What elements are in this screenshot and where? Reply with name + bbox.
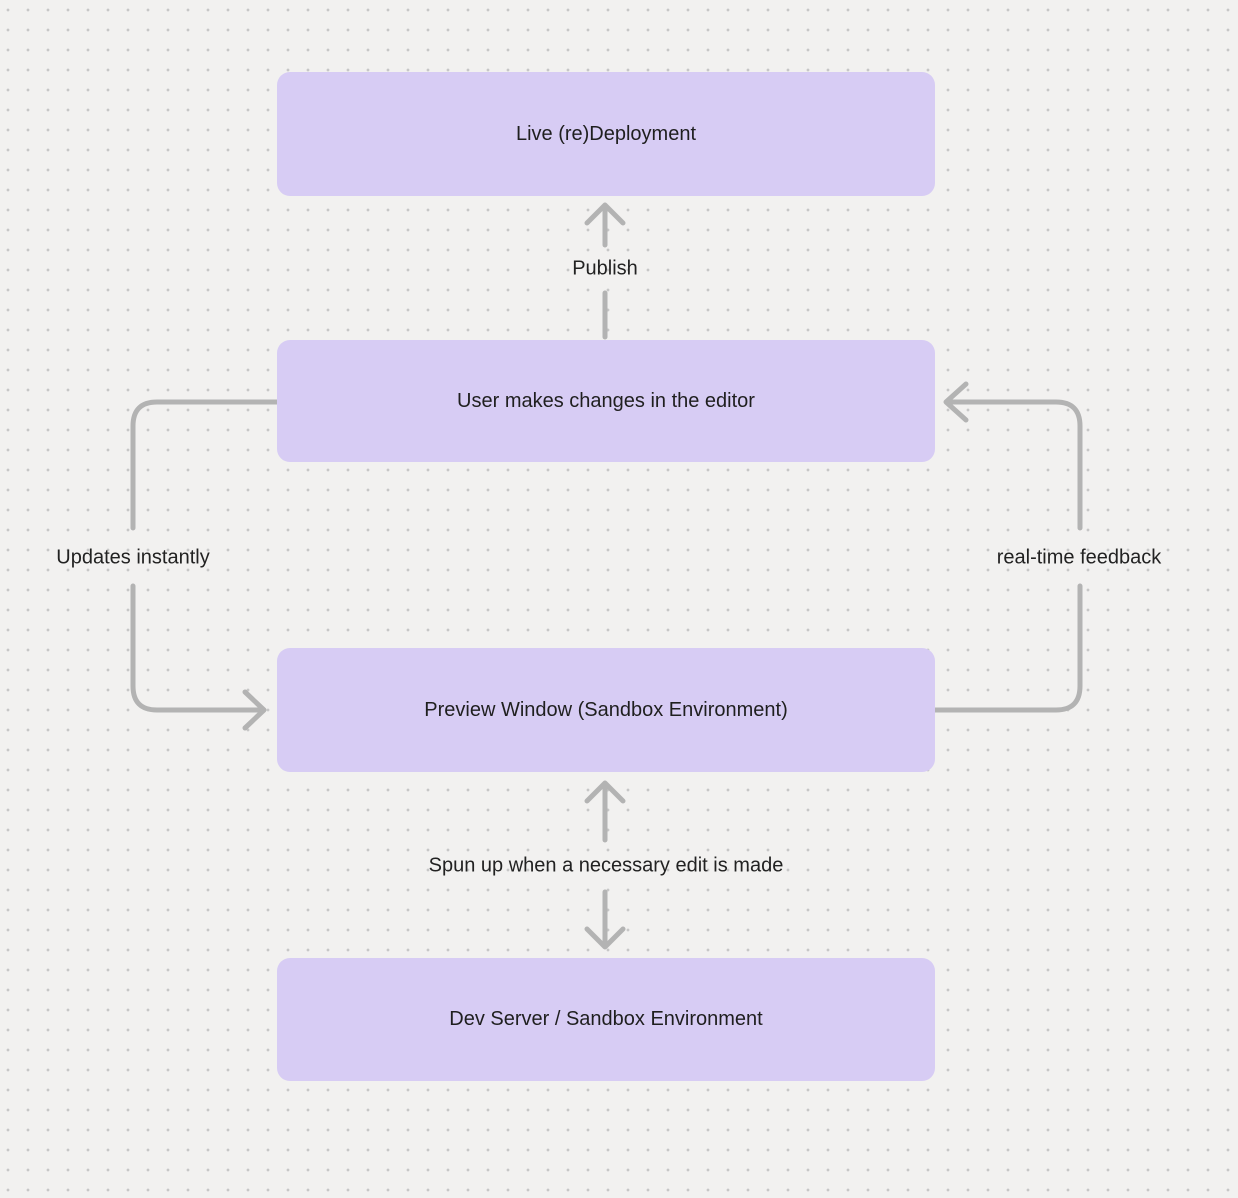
node-label: User makes changes in the editor <box>457 389 755 412</box>
edge-label-realtime-feedback[interactable]: real-time feedback <box>996 546 1162 569</box>
arrow-right-head-icon <box>242 689 267 731</box>
arrow-updates-upper-segment <box>130 399 280 531</box>
arrow-updates-lower-segment <box>130 583 265 713</box>
arrow-feedback-lower-segment <box>932 583 1083 713</box>
arrow-realtime-feedback[interactable] <box>932 381 1083 713</box>
node-label: Preview Window (Sandbox Environment) <box>424 698 788 721</box>
arrow-up-head-icon <box>584 780 626 804</box>
arrow-down-head-icon <box>584 926 626 950</box>
node-preview-window[interactable]: Preview Window (Sandbox Environment) <box>277 648 935 772</box>
arrow-dev-server-sync[interactable] <box>584 780 626 950</box>
node-user-editor[interactable]: User makes changes in the editor <box>277 340 935 462</box>
arrow-feedback-upper-segment <box>945 399 1083 531</box>
node-label: Dev Server / Sandbox Environment <box>449 1008 763 1030</box>
edge-label-publish[interactable]: Publish <box>572 257 638 280</box>
edge-label-spun-up[interactable]: Spun up when a necessary edit is made <box>428 854 784 877</box>
arrow-updates-instantly[interactable] <box>130 399 280 731</box>
arrow-publish[interactable] <box>584 202 626 340</box>
arrow-up-head-icon <box>584 202 626 226</box>
arrow-left-head-icon <box>943 381 969 423</box>
node-live-redeployment[interactable]: Live (re)Deployment <box>277 72 935 196</box>
node-label: Live (re)Deployment <box>515 122 697 145</box>
edge-label-updates-instantly[interactable]: Updates instantly <box>56 546 210 569</box>
node-dev-server[interactable]: Dev Server / Sandbox Environment <box>277 958 935 1081</box>
